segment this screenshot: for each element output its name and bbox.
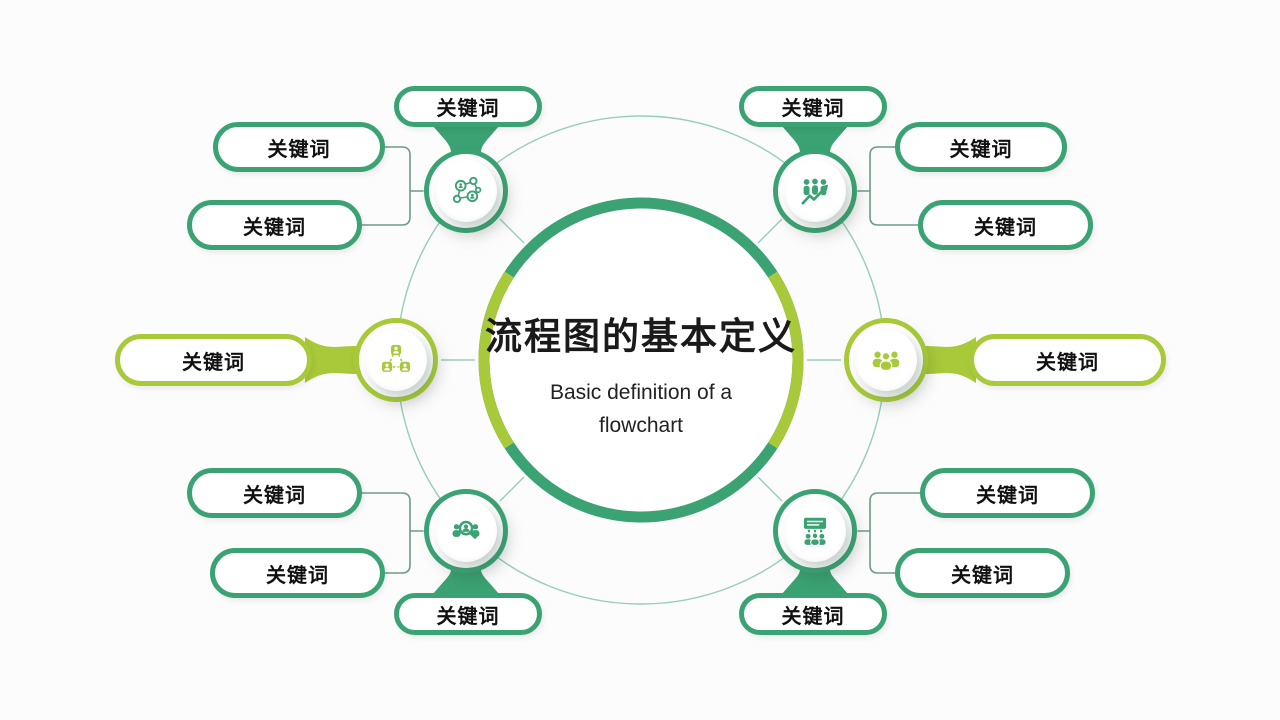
keyword-pill-label: 关键词 xyxy=(182,351,245,374)
hierarchy-icon xyxy=(381,344,411,372)
people-search-icon xyxy=(452,520,480,539)
keyword-pill: 关键词 xyxy=(187,468,362,518)
keyword-pill-label: 关键词 xyxy=(781,605,845,628)
keyword-pill-label: 关键词 xyxy=(266,564,329,587)
keyword-pill: 关键词 xyxy=(918,200,1093,250)
keyword-pill: 关键词 xyxy=(394,593,542,635)
keyword-pill-label: 关键词 xyxy=(974,216,1037,239)
keyword-pill-label: 关键词 xyxy=(781,98,845,120)
network-icon xyxy=(452,176,482,204)
spoke-bottom-left xyxy=(499,476,525,502)
funnel-right xyxy=(924,337,976,383)
node-right xyxy=(844,318,928,402)
keyword-pill-label: 关键词 xyxy=(267,138,331,161)
diagram-subtitle-line1: Basic definition of a xyxy=(549,381,733,404)
keyword-pill: 关键词 xyxy=(210,548,385,598)
presentation-icon xyxy=(803,517,827,546)
elbow-connectors xyxy=(361,146,921,574)
keyword-pill: 关键词 xyxy=(920,468,1095,518)
team-growth-icon xyxy=(801,178,829,205)
radial-spokes xyxy=(441,218,841,502)
center-ring-accent-right xyxy=(768,271,804,449)
keyword-pill-label: 关键词 xyxy=(243,484,306,507)
node-disk xyxy=(855,329,917,391)
keyword-pill-label: 关键词 xyxy=(436,605,500,628)
diagram-subtitle-line2: flowchart xyxy=(598,414,684,437)
elbow-bottom-right xyxy=(869,492,921,574)
funnel-top-right xyxy=(777,120,853,153)
keyword-pill: 关键词 xyxy=(739,593,887,635)
keyword-pill-label: 关键词 xyxy=(436,98,500,120)
keyword-pill-label: 关键词 xyxy=(243,216,306,239)
team-icon xyxy=(872,351,900,372)
node-disk xyxy=(784,160,846,222)
node-top-right xyxy=(773,149,857,233)
diagram-title: 流程图的基本定义 xyxy=(485,316,797,357)
keyword-pill: 关键词 xyxy=(895,548,1070,598)
node-disk xyxy=(435,160,497,222)
keyword-pill-label: 关键词 xyxy=(1036,351,1099,374)
spoke-top-left xyxy=(499,218,525,244)
keyword-pill: 关键词 xyxy=(115,334,312,386)
keyword-pill: 关键词 xyxy=(187,200,362,250)
keyword-pill-label: 关键词 xyxy=(951,564,1014,587)
node-disk xyxy=(784,500,846,562)
keyword-pill: 关键词 xyxy=(969,334,1166,386)
node-bottom-right xyxy=(773,489,857,573)
elbow-bottom-left xyxy=(361,492,411,574)
spoke-bottom-right xyxy=(757,476,783,502)
elbow-top-right xyxy=(869,146,919,226)
keyword-pill: 关键词 xyxy=(895,122,1067,172)
funnel-top-left xyxy=(428,120,504,153)
center-text-block: 流程图的基本定义 Basic definition of a flowchart xyxy=(466,306,816,442)
keyword-pill: 关键词 xyxy=(213,122,385,172)
center-ring-accent-left xyxy=(478,271,514,449)
funnel-left xyxy=(305,337,358,383)
node-top-left xyxy=(424,149,508,233)
diagram-subtitle: Basic definition of a flowchart xyxy=(466,376,816,442)
keyword-pill: 关键词 xyxy=(739,86,887,127)
spoke-top-right xyxy=(757,218,783,244)
keyword-pill-label: 关键词 xyxy=(949,138,1013,161)
node-disk xyxy=(435,500,497,562)
node-bottom-left xyxy=(424,489,508,573)
node-disk xyxy=(365,329,427,391)
node-left xyxy=(354,318,438,402)
keyword-pill: 关键词 xyxy=(394,86,542,127)
keyword-pill-label: 关键词 xyxy=(976,484,1039,507)
elbow-top-left xyxy=(361,146,411,226)
